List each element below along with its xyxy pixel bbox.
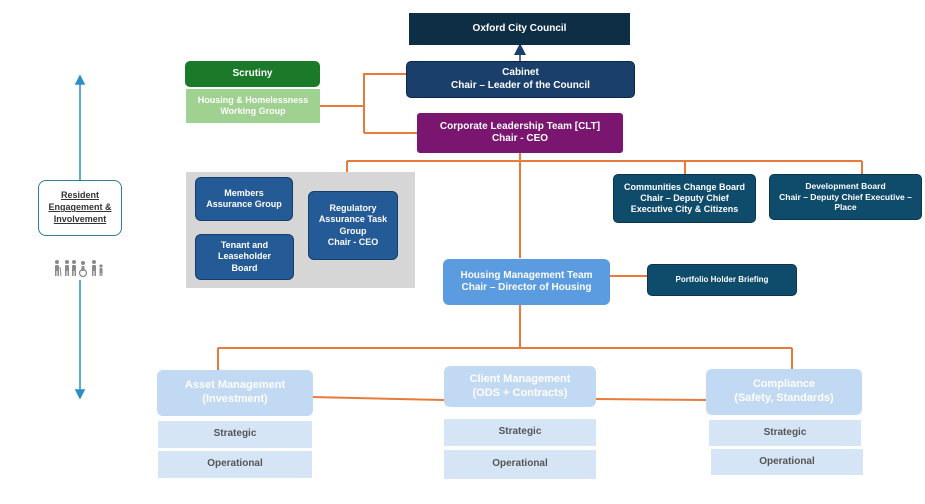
clt-box: Corporate Leadership Team [CLT] Chair - … — [417, 113, 623, 153]
regulatory-group-box: Regulatory Assurance Task Group Chair - … — [308, 191, 398, 260]
regulatory-line3: Group — [339, 225, 367, 236]
regulatory-line1: Regulatory — [329, 203, 377, 213]
housing-working-group-box: Housing & Homelessness Working Group — [186, 89, 320, 123]
clt-title: Corporate Leadership Team [CLT] — [439, 120, 601, 132]
working-group-line2: Working Group — [220, 106, 286, 116]
client-operational-box: Operational — [444, 450, 596, 479]
cabinet-box: Cabinet Chair – Leader of the Council — [406, 61, 635, 98]
asset-mgmt-box: Asset Management (Investment) — [157, 370, 313, 416]
portfolio-briefing-box: Portfolio Holder Briefing — [647, 264, 797, 296]
asset-strategic-box: Strategic — [158, 421, 312, 448]
resident-engagement-box: Resident Engagement & Involvement — [38, 180, 122, 236]
housing-mgmt-title: Housing Management Team — [460, 269, 593, 281]
members-assurance-line2: Assurance Group — [206, 199, 282, 209]
client-mgmt-subtitle: (ODS + Contracts) — [472, 386, 568, 399]
scrutiny-title: Scrutiny — [232, 67, 273, 79]
compliance-strategic-box: Strategic — [709, 420, 861, 446]
people-group-icon — [55, 260, 103, 277]
regulatory-line2: Assurance Task — [318, 214, 388, 225]
development-line2: Chair – Deputy Chief Executive – — [779, 191, 912, 202]
client-strategic-box: Strategic — [444, 419, 596, 446]
housing-mgmt-box: Housing Management Team Chair – Director… — [443, 259, 610, 305]
portfolio-briefing-title: Portfolio Holder Briefing — [675, 275, 769, 284]
cabinet-title: Cabinet — [502, 67, 539, 78]
scrutiny-box: Scrutiny — [185, 61, 320, 87]
client-operational-label: Operational — [492, 458, 548, 470]
asset-mgmt-subtitle: (Investment) — [202, 393, 268, 405]
orange-connectors — [217, 73, 863, 401]
tenant-board-line1: Tenant and — [220, 240, 269, 251]
client-mgmt-box: Client Management (ODS + Contracts) — [444, 366, 596, 407]
client-strategic-label: Strategic — [498, 426, 542, 438]
cabinet-chair: Chair – Leader of the Council — [451, 79, 590, 91]
asset-mgmt-title: Asset Management — [184, 379, 286, 392]
compliance-box: Compliance (Safety, Standards) — [706, 369, 862, 415]
asset-operational-label: Operational — [207, 458, 263, 470]
resident-line1: Resident — [60, 190, 99, 201]
compliance-title: Compliance — [752, 378, 816, 391]
council-box: Oxford City Council — [409, 13, 630, 45]
resident-line3: Involvement — [53, 213, 107, 224]
working-group-line1: Housing & Homelessness — [197, 94, 309, 105]
council-title: Oxford City Council — [472, 22, 567, 34]
members-assurance-box: Members Assurance Group — [195, 177, 293, 221]
client-mgmt-title: Client Management — [469, 372, 571, 385]
communities-line2: Chair – Deputy Chief — [640, 192, 729, 203]
compliance-operational-box: Operational — [711, 449, 863, 475]
clt-chair: Chair - CEO — [491, 133, 549, 144]
arrow-down-icon — [74, 389, 86, 400]
members-assurance-line1: Members — [224, 187, 264, 198]
compliance-subtitle: (Safety, Standards) — [734, 392, 834, 404]
resident-line2: Engagement & — [48, 202, 112, 213]
communities-board-box: Communities Change Board Chair – Deputy … — [613, 174, 756, 223]
development-line3: Place — [834, 202, 857, 213]
development-board-box: Development Board Chair – Deputy Chief E… — [769, 174, 922, 220]
tenant-board-line2: Leaseholder — [217, 251, 272, 262]
communities-line1: Communities Change Board — [623, 181, 745, 192]
arrow-up-icon — [74, 74, 86, 85]
compliance-operational-label: Operational — [759, 455, 815, 467]
tenant-board-line3: Board — [231, 262, 258, 273]
compliance-strategic-label: Strategic — [763, 426, 807, 438]
asset-strategic-label: Strategic — [213, 428, 257, 440]
regulatory-line4: Chair - CEO — [327, 236, 379, 247]
resident-vertical-arrow — [74, 74, 86, 400]
development-line1: Development Board — [805, 181, 886, 192]
tenant-board-box: Tenant and Leaseholder Board — [195, 234, 294, 280]
housing-mgmt-chair: Chair – Director of Housing — [461, 282, 592, 293]
communities-line3: Executive City & Citizens — [630, 204, 739, 215]
asset-operational-box: Operational — [158, 451, 312, 478]
